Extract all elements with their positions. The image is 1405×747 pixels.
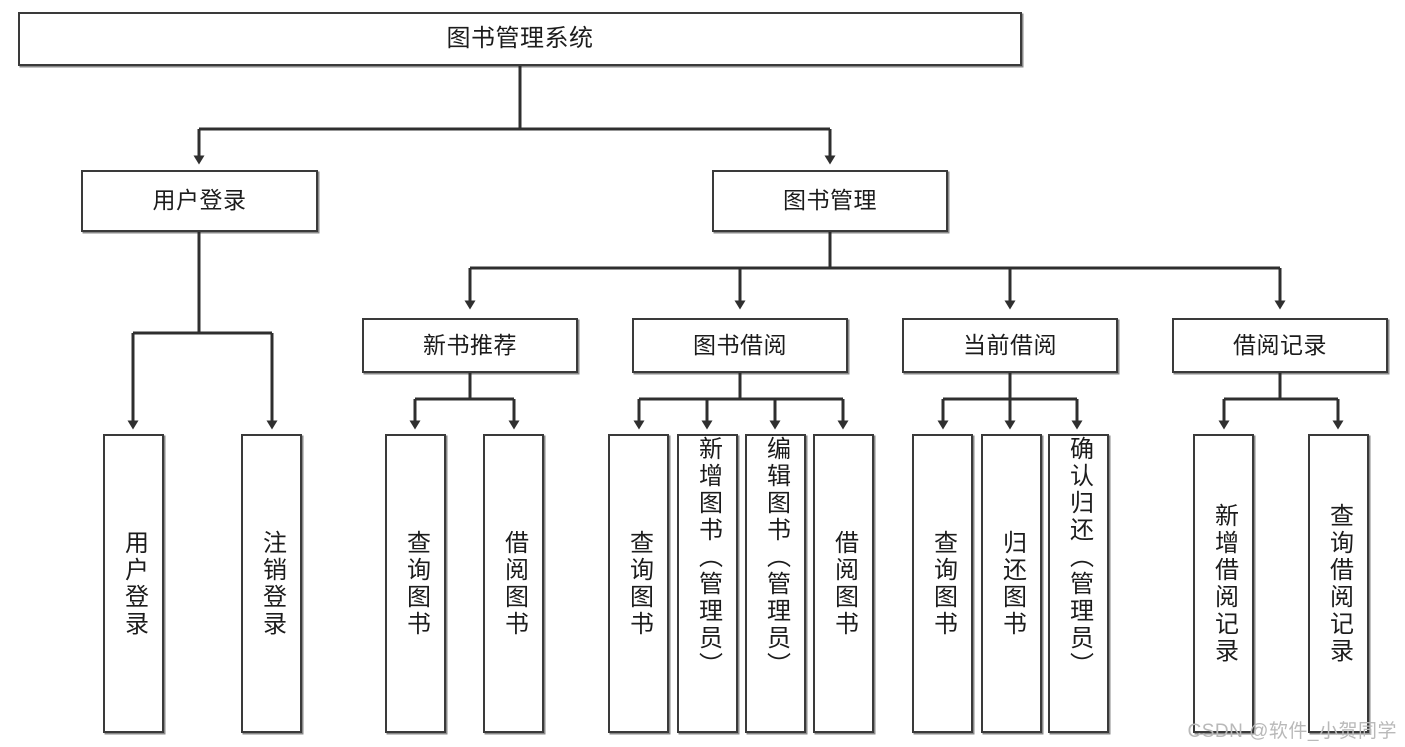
csdn-watermark: CSDN @软件_小贺同学 <box>1187 721 1397 742</box>
leaf-edit-book-admin[interactable]: 编辑图书（管理员） <box>745 434 806 733</box>
leaf-query-book-recommend[interactable]: 查询图书 <box>385 434 446 733</box>
node-label: 确认归还（管理员） <box>1065 436 1093 679</box>
node-label: 当前借阅 <box>963 331 1057 358</box>
node-label: 借阅图书 <box>830 529 858 638</box>
node-label: 查询借阅记录 <box>1325 502 1353 665</box>
leaf-add-borrow-record[interactable]: 新增借阅记录 <box>1193 434 1254 733</box>
node-label: 借阅记录 <box>1233 331 1327 358</box>
leaf-confirm-return-admin[interactable]: 确认归还（管理员） <box>1048 434 1109 733</box>
node-label: 编辑图书（管理员） <box>762 436 790 679</box>
leaf-query-borrow-record[interactable]: 查询借阅记录 <box>1308 434 1369 733</box>
node-borrow-record[interactable]: 借阅记录 <box>1172 318 1388 373</box>
leaf-logout[interactable]: 注销登录 <box>241 434 302 733</box>
node-label: 图书借阅 <box>693 331 787 358</box>
node-label: 图书管理 <box>783 187 877 214</box>
leaf-add-book-admin[interactable]: 新增图书（管理员） <box>677 434 738 733</box>
node-label: 新增借阅记录 <box>1210 502 1238 665</box>
leaf-user-login[interactable]: 用户登录 <box>103 434 164 733</box>
node-label: 查询图书 <box>625 529 653 638</box>
node-label: 查询图书 <box>402 529 430 638</box>
node-label: 用户登录 <box>152 187 247 214</box>
node-label: 用户登录 <box>120 529 148 638</box>
node-label: 借阅图书 <box>500 529 528 638</box>
node-label: 图书管理系统 <box>446 24 594 52</box>
node-new-book-recommend[interactable]: 新书推荐 <box>362 318 578 373</box>
leaf-borrow-book[interactable]: 借阅图书 <box>813 434 874 733</box>
node-user-login[interactable]: 用户登录 <box>81 170 318 232</box>
leaf-query-book-borrow[interactable]: 查询图书 <box>608 434 669 733</box>
node-current-borrow[interactable]: 当前借阅 <box>902 318 1118 373</box>
node-book-management[interactable]: 图书管理 <box>712 170 948 232</box>
leaf-return-book[interactable]: 归还图书 <box>981 434 1042 733</box>
node-root-system[interactable]: 图书管理系统 <box>18 12 1022 66</box>
node-label: 查询图书 <box>929 529 957 638</box>
node-label: 新书推荐 <box>423 331 517 358</box>
node-label: 注销登录 <box>258 529 286 638</box>
node-label: 新增图书（管理员） <box>694 436 722 679</box>
node-book-borrow[interactable]: 图书借阅 <box>632 318 848 373</box>
leaf-borrow-book-recommend[interactable]: 借阅图书 <box>483 434 544 733</box>
leaf-query-book-current[interactable]: 查询图书 <box>912 434 973 733</box>
node-label: 归还图书 <box>998 529 1026 638</box>
